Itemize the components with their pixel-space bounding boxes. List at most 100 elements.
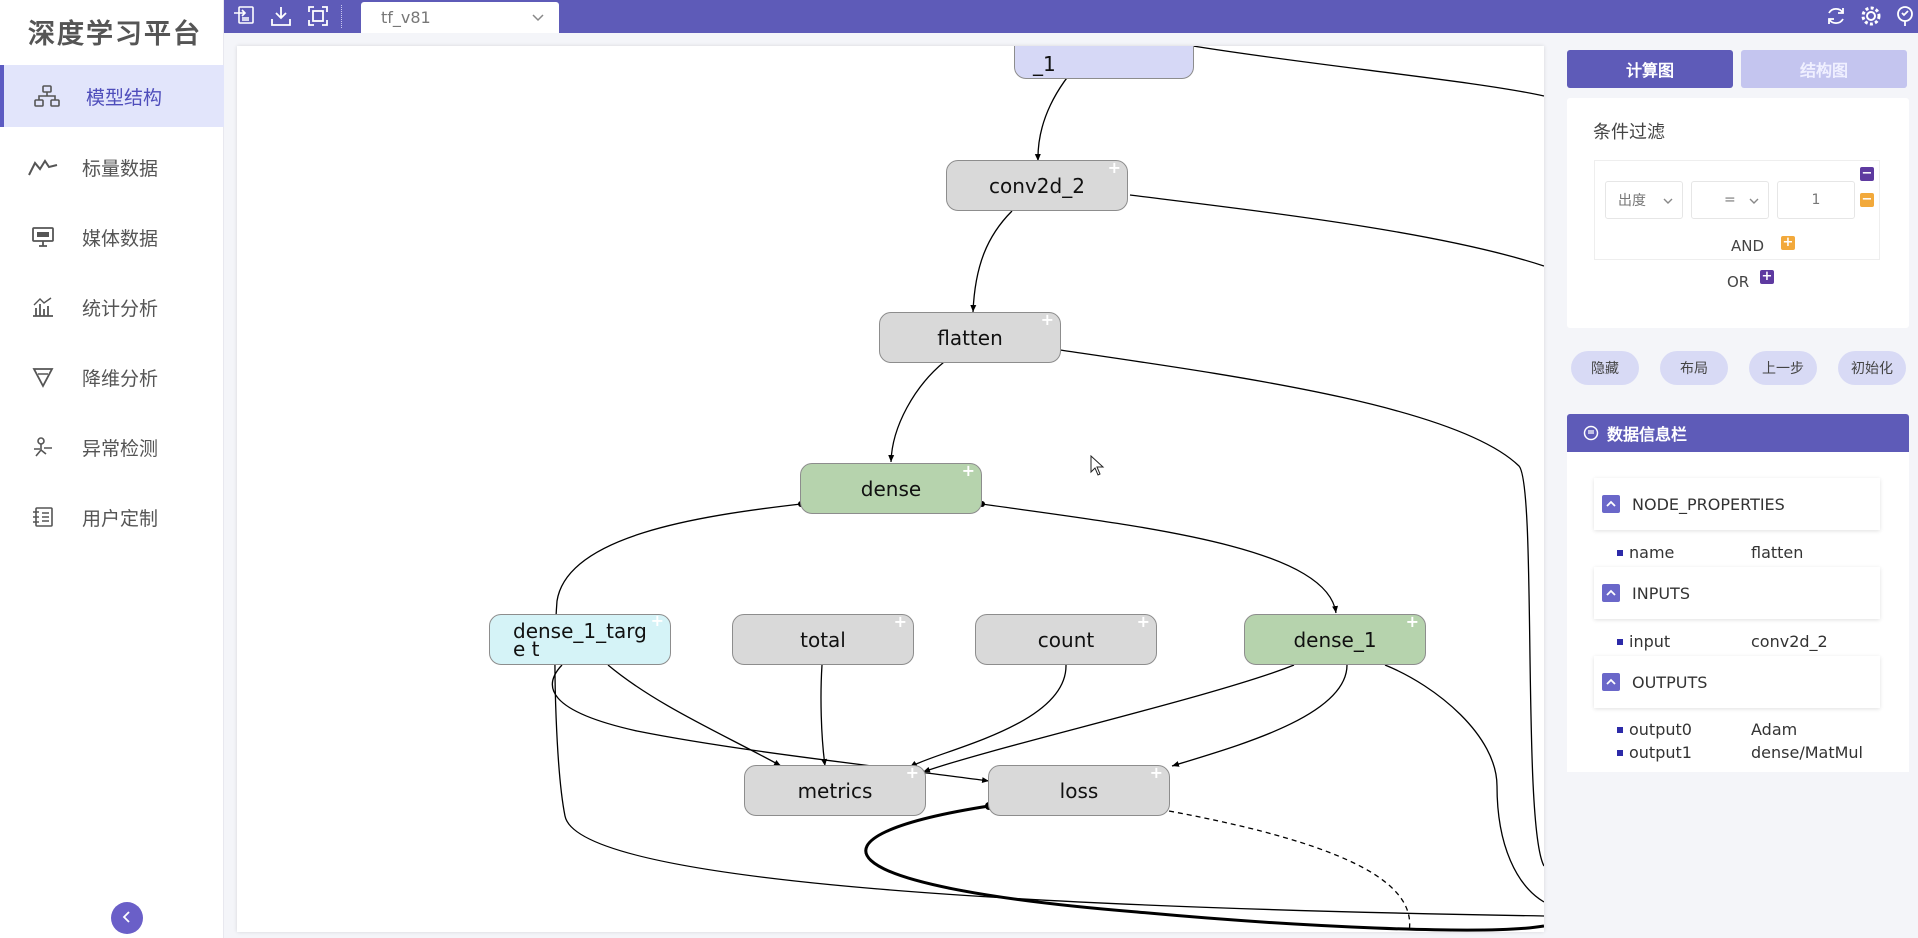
chevron-down-icon [1662,195,1674,211]
expand-node-icon[interactable]: + [1149,763,1163,782]
expand-node-icon[interactable]: + [893,612,907,631]
bar-chart-icon [28,295,58,319]
sidebar-item-label: 模型结构 [86,86,163,109]
sidebar-item-customize[interactable]: 用户定制 [0,486,224,548]
prop-row: output0 Adam [1617,720,1797,739]
settings-icon[interactable] [1859,4,1883,28]
expand-node-icon[interactable]: + [1405,612,1419,631]
graph-node-dense[interactable]: dense + [800,461,982,514]
layout-button[interactable]: 布局 [1660,351,1728,385]
chevron-left-icon [120,909,134,928]
sidebar-item-label: 标量数据 [82,157,159,180]
section-inputs[interactable]: INPUTS [1594,567,1880,619]
node-label: flatten [937,325,1003,350]
model-select[interactable]: tf_v81 [361,2,559,33]
remove-condition-button[interactable]: − [1860,193,1874,207]
funnel-icon [28,365,58,389]
plus-icon: + [1761,269,1773,284]
add-or-group-button[interactable]: + [1760,270,1774,284]
graph-node-dense-1[interactable]: dense_1 + [1244,612,1426,665]
filter-value-text: 1 [1811,192,1821,208]
tab-compute-graph[interactable]: 计算图 [1567,50,1733,88]
graph-canvas[interactable]: _1 conv2d_2 + flatten + dense + dense_1_… [237,46,1544,932]
graph-node-top[interactable]: _1 [1014,46,1194,79]
sidebar-item-label: 统计分析 [82,297,159,320]
expand-node-icon[interactable]: + [1107,158,1121,177]
filter-card: 条件过滤 − 出度 = 1 − AND [1567,98,1909,328]
init-button[interactable]: 初始化 [1838,351,1906,385]
graph-node-loss[interactable]: loss + [988,763,1170,816]
filter-operator-value: = [1724,192,1736,208]
chevron-down-icon [531,9,545,28]
sidebar-item-model-structure[interactable]: 模型结构 [0,65,224,127]
prop-value: flatten [1751,543,1804,562]
sidebar-item-label: 用户定制 [82,507,159,530]
chevron-down-icon [1748,195,1760,211]
expand-node-icon[interactable]: + [1040,310,1054,329]
bullet-icon [1617,726,1623,733]
prop-row: name flatten [1617,543,1803,562]
prop-key: name [1629,543,1675,562]
bullet-icon [1617,638,1623,645]
graph-node-count[interactable]: count + [975,612,1157,665]
tab-structure-graph[interactable]: 结构图 [1741,50,1907,88]
top-toolbar: tf_v81 [224,0,1918,33]
graph-node-flatten[interactable]: flatten + [879,310,1061,363]
section-title: NODE_PROPERTIES [1632,494,1785,514]
chevron-up-icon [1602,584,1620,602]
node-label: dense_1_targe t [513,618,647,661]
filter-condition-box: − 出度 = 1 − AND + [1594,160,1880,260]
filter-operator-select[interactable]: = [1691,181,1769,219]
chevron-up-icon [1602,673,1620,691]
node-label: metrics [797,778,873,803]
message-icon [1583,425,1599,441]
prop-key: output0 [1629,720,1692,739]
sidebar: 深度学习平台 模型结构 标量数据 媒体数据 统计分析 [0,0,224,938]
info-panel-header: 数据信息栏 [1567,414,1909,452]
fit-screen-icon[interactable] [306,4,330,28]
toolbar-divider [341,5,342,28]
expand-node-icon[interactable]: + [1136,612,1150,631]
and-label: AND [1731,237,1765,255]
filter-title: 条件过滤 [1593,122,1665,143]
prop-value: dense/MatMul [1751,743,1863,762]
hide-button[interactable]: 隐藏 [1571,351,1639,385]
graph-node-metrics[interactable]: metrics + [744,763,926,816]
remove-group-button[interactable]: − [1860,167,1874,181]
node-label: total [800,627,846,652]
back-button[interactable]: 上一步 [1749,351,1817,385]
sidebar-item-label: 媒体数据 [82,227,159,250]
sidebar-item-dim-reduction[interactable]: 降维分析 [0,346,224,408]
collapse-sidebar-button[interactable] [111,902,143,934]
customize-icon [28,505,58,529]
section-outputs[interactable]: OUTPUTS [1594,656,1880,708]
minus-icon: − [1861,166,1873,181]
monitor-icon [28,225,58,249]
graph-node-dense-1-target[interactable]: dense_1_targe t + [489,611,671,665]
graph-node-total[interactable]: total + [732,612,914,665]
section-title: OUTPUTS [1632,672,1708,692]
sidebar-item-label: 异常检测 [82,437,159,460]
expand-node-icon[interactable]: + [650,611,664,630]
graph-node-conv2d-2[interactable]: conv2d_2 + [946,158,1128,211]
refresh-icon[interactable] [1824,4,1848,28]
expand-node-icon[interactable]: + [961,461,975,480]
sidebar-item-media-data[interactable]: 媒体数据 [0,206,224,268]
bullet-icon [1617,549,1623,556]
filter-field-value: 出度 [1618,193,1646,209]
help-icon[interactable] [1894,4,1918,28]
node-label: dense_1 [1293,627,1377,652]
add-and-condition-button[interactable]: + [1781,236,1795,250]
node-label: loss [1059,778,1099,803]
sidebar-item-statistics[interactable]: 统计分析 [0,276,224,338]
import-icon[interactable] [232,4,256,28]
sidebar-item-anomaly-detection[interactable]: 异常检测 [0,416,224,478]
sidebar-item-scalar-data[interactable]: 标量数据 [0,136,224,198]
download-icon[interactable] [269,4,293,28]
expand-node-icon[interactable]: + [905,763,919,782]
filter-field-select[interactable]: 出度 [1605,181,1683,219]
section-node-properties[interactable]: NODE_PROPERTIES [1594,478,1880,530]
filter-value-input[interactable]: 1 [1777,181,1855,219]
info-panel-body: NODE_PROPERTIES name flatten INPUTS inpu… [1567,452,1909,772]
